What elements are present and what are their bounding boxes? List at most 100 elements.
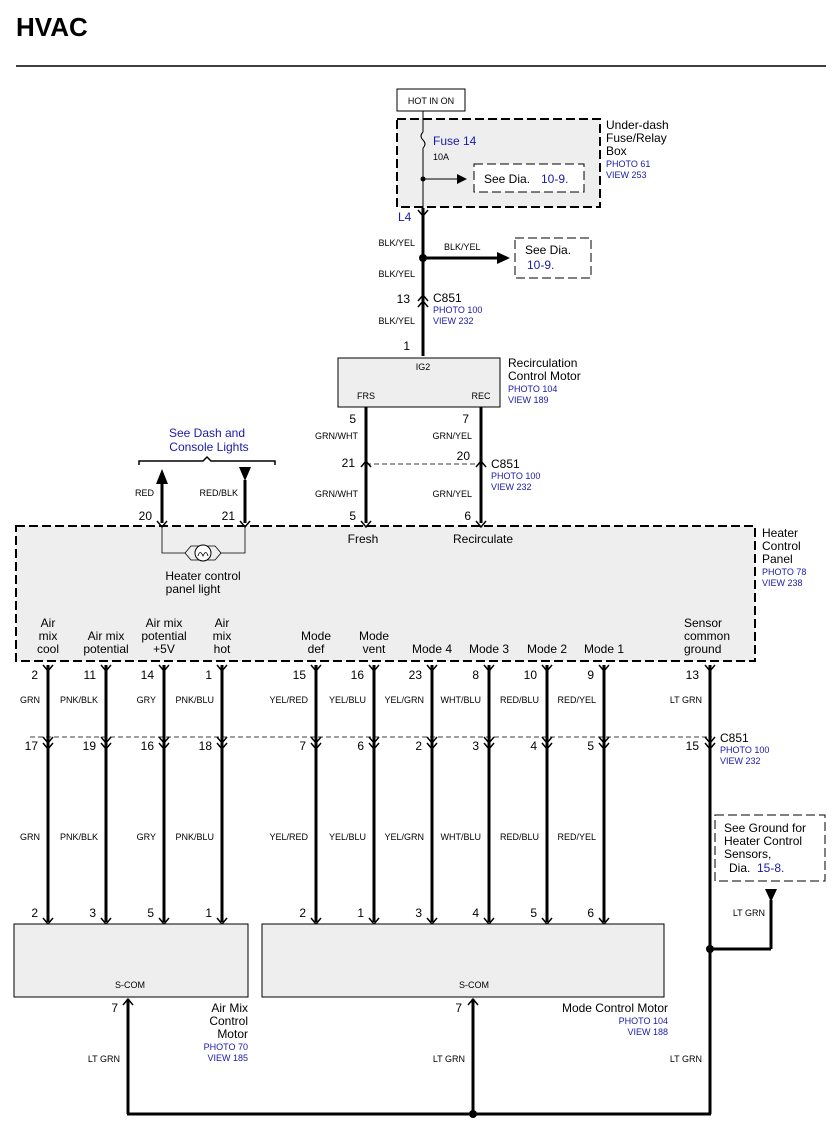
panel-name-2: Control — [762, 539, 801, 553]
panel-terminal-pin: 23 — [409, 668, 423, 682]
c851-terminal-pin: 7 — [299, 739, 306, 753]
c851-terminal-chevron — [100, 736, 112, 751]
panel-terminal-wire-color: GRY — [137, 695, 156, 705]
panel-terminal-chevron — [216, 664, 228, 673]
c851-terminal-chevron — [310, 736, 322, 751]
bulb-filament — [197, 552, 209, 558]
air-mix-scom-wire-label: LT GRN — [88, 1054, 120, 1064]
panel-terminal-chevron — [541, 664, 553, 673]
ground-ref-dia-num: 15-8. — [757, 861, 784, 875]
panel-terminal-pin: 16 — [351, 668, 365, 682]
motor-wire-color: RED/YEL — [557, 832, 596, 842]
panel-terminal-pin: 8 — [472, 668, 479, 682]
recirc-panel-pin-5: 5 — [349, 509, 356, 523]
recirc-name-2: Control Motor — [508, 369, 581, 383]
recirc-rec: REC — [471, 391, 491, 401]
motor-terminal-pin: 2 — [31, 906, 38, 920]
fuse-see-box — [473, 163, 585, 193]
fuse-terminal-l4: L4 — [398, 210, 412, 224]
dash-lights-ref-1: See Dash and — [169, 426, 245, 440]
sensor-pin-15: 15 — [686, 739, 700, 753]
heater-control-panel — [15, 525, 756, 662]
panel-terminal-label: def — [308, 642, 325, 656]
c851-terminal-pin: 2 — [415, 739, 422, 753]
fuse-box-name-2: Fuse/Relay — [606, 131, 667, 145]
c851-terminal-chevron — [598, 736, 610, 751]
recirc-c851-chevron-left — [360, 459, 372, 468]
recirc-c851-chevron-right — [475, 459, 487, 468]
feed-pin-1: 1 — [403, 339, 410, 353]
bulb-icon — [194, 544, 212, 562]
panel-terminal-label: +5V — [153, 642, 175, 656]
ground-ref-line-1: See Ground for — [724, 821, 806, 835]
motor-wire-color: YEL/GRN — [384, 832, 424, 842]
panel-terminal-label: mix — [213, 629, 232, 643]
panel-fresh: Fresh — [348, 532, 379, 546]
panel-terminal-label: hot — [214, 642, 231, 656]
air-mix-name-1: Air Mix — [211, 1001, 248, 1015]
panel-terminal-label: cool — [37, 642, 59, 656]
mode-motor-box — [261, 923, 665, 998]
panel-terminal-pin: 1 — [205, 668, 212, 682]
motor-wire-color: GRN — [20, 832, 40, 842]
panel-light-housing — [184, 545, 222, 561]
c851-terminal-pin: 3 — [472, 739, 479, 753]
panel-terminal-pin: 11 — [84, 668, 97, 682]
panel-terminal-pin: 9 — [587, 668, 594, 682]
mode-motor-view: VIEW 188 — [627, 1027, 668, 1037]
dash-red-arrow — [156, 469, 168, 484]
ground-ref-line-3: Sensors, — [724, 847, 771, 861]
recirc-pin-21: 21 — [342, 456, 356, 470]
recirc-name-1: Recirculation — [508, 356, 577, 370]
dash-redblk-arrow — [239, 467, 251, 481]
recirc-view: VIEW 189 — [508, 395, 549, 405]
panel-sensor-label-1: Sensor — [684, 616, 722, 630]
feed-c851-view: VIEW 232 — [433, 316, 474, 326]
feed-see-text: See Dia. — [525, 243, 571, 257]
air-mix-scom: S-COM — [115, 980, 145, 990]
panel-name-1: Heater — [762, 526, 798, 540]
recirc-wire-frs-low: GRN/WHT — [315, 489, 358, 499]
panel-terminal-wire-color: YEL/RED — [269, 695, 308, 705]
air-mix-name-2: Control — [209, 1014, 248, 1028]
dash-lights-ref-2: Console Lights — [169, 440, 248, 454]
panel-terminal-label: Mode 2 — [527, 642, 567, 656]
panel-terminal-label: potential — [83, 642, 128, 656]
recirc-wire-rec-low: GRN/YEL — [432, 489, 472, 499]
recirc-c851-photo: PHOTO 100 — [491, 471, 540, 481]
fuse-box-name-3: Box — [606, 144, 627, 158]
panel-terminal-pin: 2 — [31, 668, 38, 682]
panel-terminal-6 — [475, 520, 487, 529]
panel-terminal-label: Air mix — [146, 616, 183, 630]
motor-terminal-pin: 1 — [357, 906, 364, 920]
c851-terminal-chevron — [158, 736, 170, 751]
c851-terminal-pin: 4 — [530, 739, 537, 753]
panel-sensor-label-2: common — [684, 629, 730, 643]
c851-lower: C851 — [720, 731, 749, 745]
panel-terminal-label: potential — [141, 629, 186, 643]
fuse-name: Fuse 14 — [433, 134, 477, 148]
panel-terminal-wire-color: PNK/BLK — [60, 695, 98, 705]
mode-scom-terminal — [467, 997, 479, 1006]
air-mix-photo: PHOTO 70 — [204, 1042, 248, 1052]
panel-terminal-label: Air mix — [88, 629, 125, 643]
panel-terminal-label: Mode — [301, 629, 331, 643]
motor-wire-color: RED/BLU — [500, 832, 539, 842]
panel-terminal-pin: 15 — [293, 668, 307, 682]
panel-terminal-label: Mode — [359, 629, 389, 643]
panel-light-circuit — [161, 527, 246, 554]
motor-terminal-pin: 6 — [587, 906, 594, 920]
c851-terminal-chevron — [216, 736, 228, 751]
panel-terminal-label: Mode 4 — [412, 642, 452, 656]
hot-in-on-box — [396, 88, 466, 112]
feed-c851-photo: PHOTO 100 — [433, 305, 482, 315]
panel-light-label-2: panel light — [166, 582, 221, 596]
panel-view: VIEW 238 — [762, 578, 803, 588]
recirc-c851-view: VIEW 232 — [491, 482, 532, 492]
panel-terminal-chevron — [42, 664, 54, 673]
feed-wire-c851: BLK/YEL — [378, 316, 415, 326]
c851-terminal-chevron — [426, 736, 438, 751]
c851-lower-photo: PHOTO 100 — [720, 745, 769, 755]
mode-scom-pin: 7 — [455, 1001, 462, 1015]
